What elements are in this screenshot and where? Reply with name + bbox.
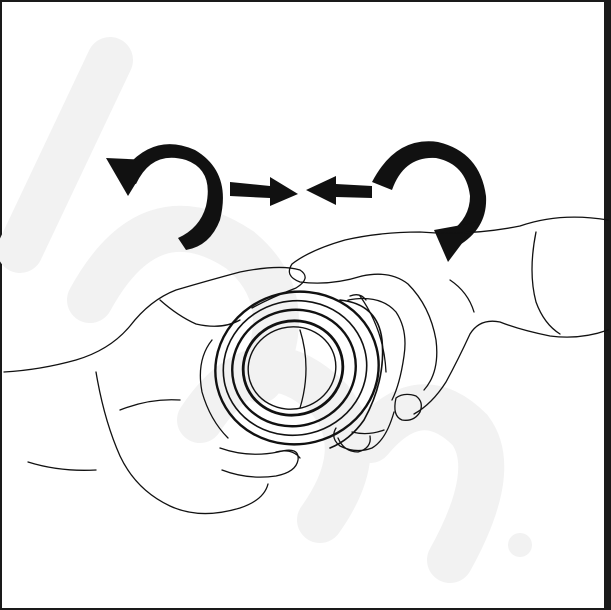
arrow-right-icon xyxy=(230,177,298,206)
curved-arrow-clockwise-icon xyxy=(372,141,486,262)
arrow-left-icon xyxy=(306,176,372,205)
watermark xyxy=(20,60,532,560)
